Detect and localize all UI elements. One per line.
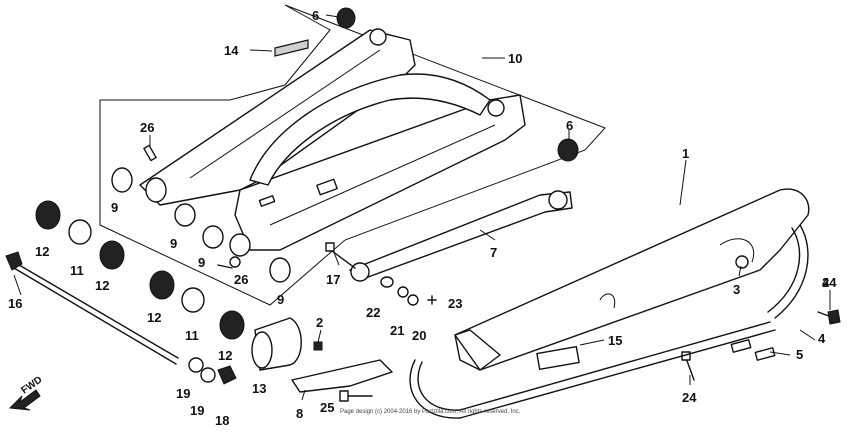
forward-arrow-icon: FWD <box>8 374 44 411</box>
chain-case <box>454 188 810 371</box>
pivot-bolt <box>5 251 179 365</box>
callout-20: 20 <box>412 328 426 343</box>
callout-24b: 24 <box>682 390 697 405</box>
callout-7: 7 <box>490 245 497 260</box>
swingarm <box>139 28 526 251</box>
callout-24a: 24 <box>822 275 837 290</box>
callout-26b: 26 <box>234 272 248 287</box>
callout-4a: 4 <box>822 275 830 290</box>
callout-26a: 26 <box>140 120 154 135</box>
callout-14: 14 <box>224 43 239 58</box>
callout-15: 15 <box>608 333 622 348</box>
swingarm-assembly-outline <box>99 4 606 306</box>
callout-5: 5 <box>796 347 803 362</box>
callout-9c: 9 <box>198 255 205 270</box>
callout-9d: 9 <box>277 292 284 307</box>
callout-16: 16 <box>8 296 22 311</box>
callout-23: 23 <box>448 296 462 311</box>
callout-2: 2 <box>316 315 323 330</box>
callout-6b: 6 <box>566 118 573 133</box>
callout-6a: 6 <box>312 8 319 23</box>
callout-labels: 1 2 3 4 4 5 6 6 7 8 9 9 9 9 10 11 11 12 … <box>8 8 837 428</box>
callout-21: 21 <box>390 323 404 338</box>
chain-guide-bracket <box>291 359 393 393</box>
callout-1: 1 <box>682 146 689 161</box>
torque-link <box>325 190 573 282</box>
callout-4b: 4 <box>818 331 826 346</box>
callout-11a: 11 <box>70 263 84 278</box>
callout-13: 13 <box>252 381 266 396</box>
drive-chain <box>409 224 809 419</box>
pivot-bushings <box>35 200 302 385</box>
callout-12a: 12 <box>35 244 49 259</box>
callout-9a: 9 <box>111 200 118 215</box>
copyright-notice: Page design (c) 2004-2016 by Partzilla.c… <box>340 409 521 415</box>
callout-12d: 12 <box>218 348 232 363</box>
small-hardware <box>217 264 841 402</box>
callout-11b: 11 <box>185 328 199 343</box>
callout-22: 22 <box>366 305 380 320</box>
caution-label <box>274 39 309 57</box>
callout-9b: 9 <box>170 236 177 251</box>
callout-10: 10 <box>508 51 522 66</box>
callout-17: 17 <box>326 272 340 287</box>
callout-19a: 19 <box>176 386 190 401</box>
callout-8: 8 <box>296 406 303 421</box>
callout-19b: 19 <box>190 403 204 418</box>
master-link <box>730 339 776 361</box>
callout-12b: 12 <box>95 278 109 293</box>
callout-18: 18 <box>215 413 229 428</box>
callout-25: 25 <box>320 400 334 415</box>
leader-lines <box>13 14 831 401</box>
callout-3: 3 <box>733 282 740 297</box>
callout-12c: 12 <box>147 310 161 325</box>
swingarm-bushings <box>111 7 579 283</box>
